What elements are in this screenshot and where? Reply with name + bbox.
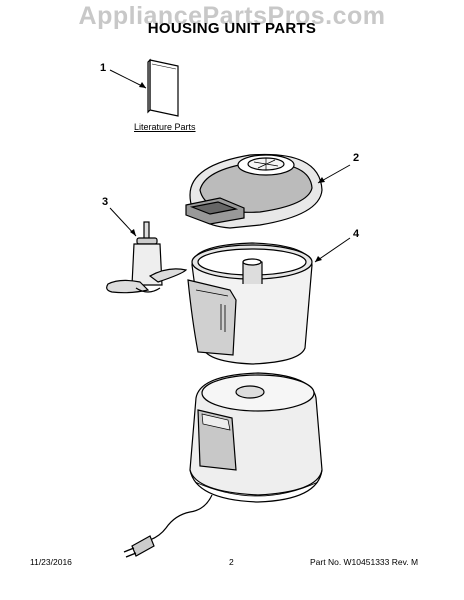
literature-parts-label: Literature Parts	[134, 122, 196, 132]
leader-line-4	[314, 237, 351, 263]
callout-2: 2	[353, 152, 360, 164]
callout-1: 1	[100, 62, 107, 74]
lid-part	[185, 153, 323, 229]
footer-part-number: Part No. W10451333 Rev. M	[310, 557, 419, 567]
base-housing-part	[189, 372, 323, 503]
footer-page-number: 2	[229, 557, 234, 567]
blade-part	[106, 221, 188, 294]
callout-3: 3	[102, 196, 109, 208]
watermark-text: AppliancePartsPros.com	[78, 2, 386, 30]
page-title: HOUSING UNIT PARTS	[147, 20, 317, 37]
bowl-part	[187, 242, 313, 365]
power-cord-part	[123, 494, 213, 558]
footer-date: 11/23/2016	[30, 557, 72, 567]
literature-booklet	[147, 58, 179, 117]
leader-line-1	[109, 69, 147, 89]
callout-4: 4	[353, 228, 360, 240]
